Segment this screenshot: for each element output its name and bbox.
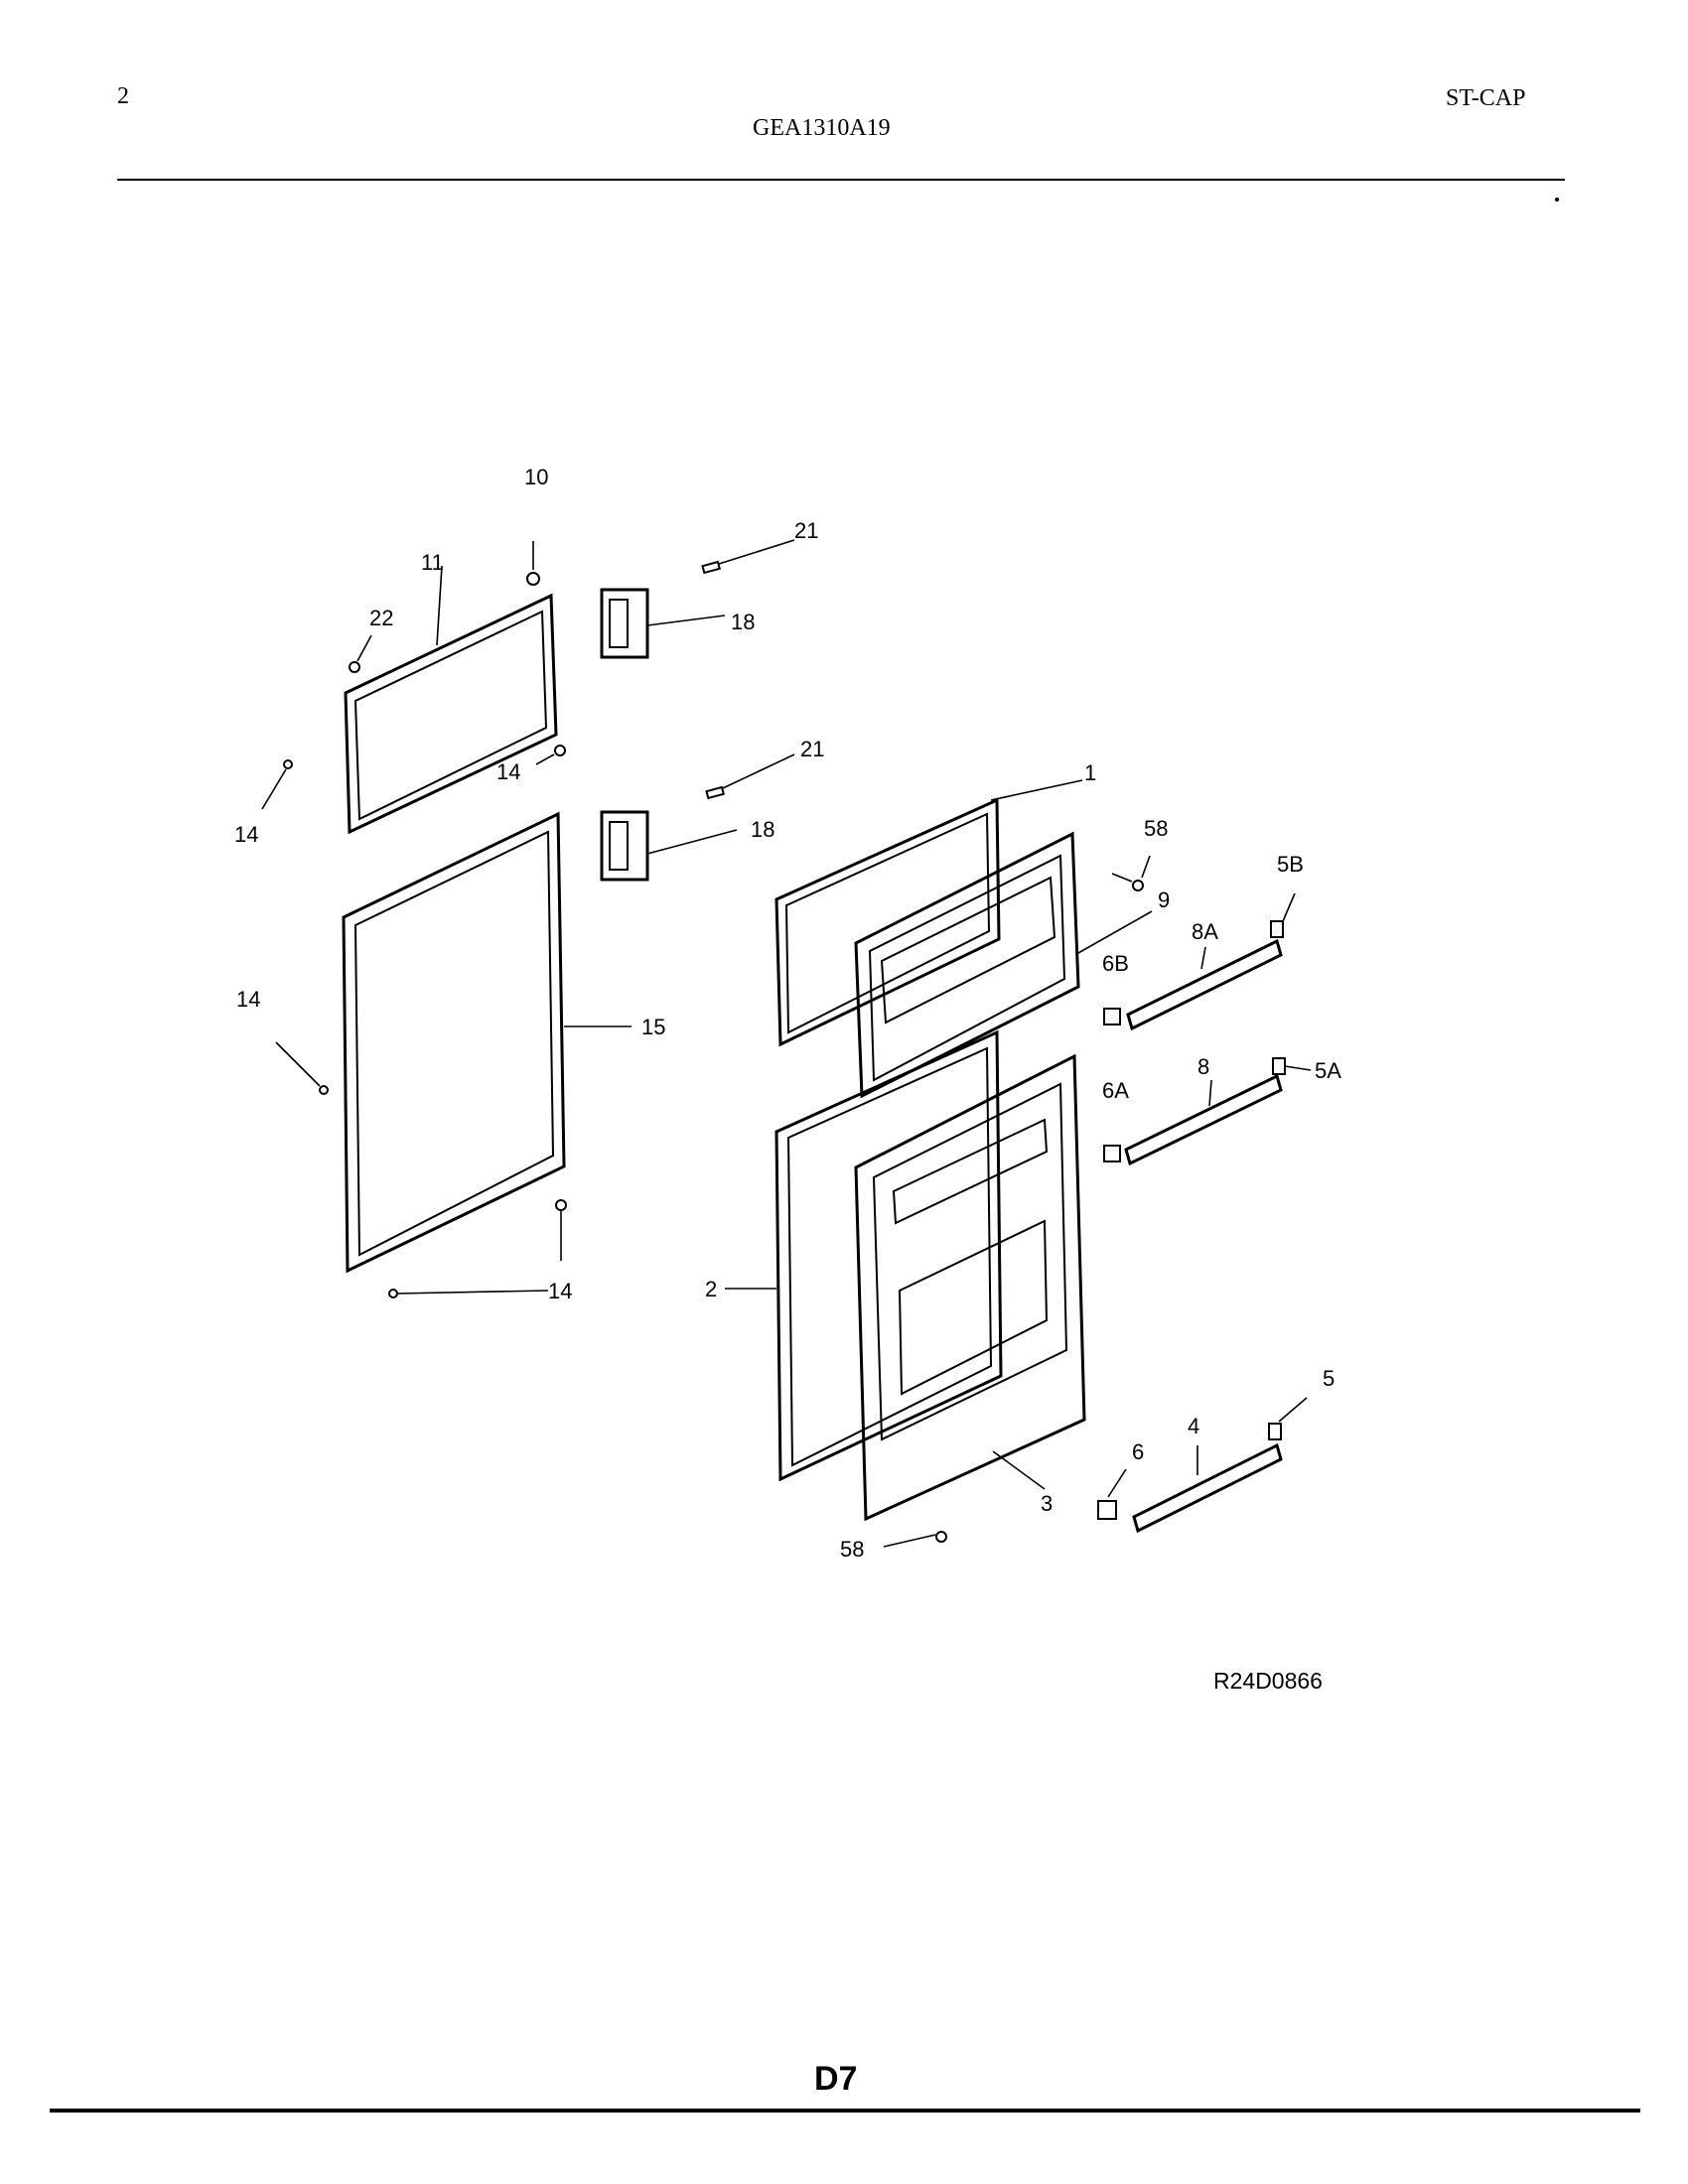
callout-58: 58 [1144, 816, 1168, 841]
door-handle-lower [600, 810, 738, 882]
callout-1: 1 [1084, 760, 1096, 785]
leader-11 [436, 565, 443, 646]
callout-8: 8 [1197, 1054, 1209, 1079]
header-rule [117, 179, 1565, 181]
callout-6A: 6A [1102, 1078, 1129, 1103]
freezer-door-liner [854, 831, 1080, 1099]
end-cap-5B [1270, 892, 1296, 938]
callout-14: 14 [496, 759, 520, 784]
callout-4: 4 [1188, 1414, 1199, 1438]
callout-22: 22 [369, 606, 393, 630]
end-block-6A [1103, 1145, 1121, 1162]
callout-3: 3 [1041, 1491, 1053, 1516]
callout-15: 15 [641, 1015, 665, 1039]
callout-6: 6 [1132, 1439, 1144, 1464]
callout-5: 5 [1323, 1366, 1335, 1391]
end-cap-5A [1272, 1057, 1312, 1075]
fastener-14-b [261, 759, 293, 810]
screw-21-upper [701, 539, 795, 575]
fastener-14-a [535, 745, 566, 765]
callout-18: 18 [731, 610, 755, 634]
fresh-food-door-gasket [342, 811, 566, 1274]
section-code: ST-CAP [1446, 85, 1526, 111]
callout-2: 2 [705, 1277, 717, 1301]
hinge-trim-4 [1132, 1442, 1283, 1534]
callout-18: 18 [751, 817, 774, 842]
footer-rule [50, 2109, 1640, 2113]
screw-58-upper [1111, 855, 1151, 891]
leader-3 [992, 1450, 1046, 1490]
end-block-6B [1103, 1008, 1121, 1025]
callout-11: 11 [421, 550, 444, 575]
hinge-trim-8 [1124, 1073, 1283, 1166]
leader-9 [1077, 910, 1153, 954]
fastener-14-d [388, 1199, 567, 1298]
fastener-22 [349, 634, 372, 673]
fresh-food-door-liner [854, 1053, 1086, 1522]
callout-9: 9 [1158, 887, 1170, 912]
callout-5B: 5B [1277, 852, 1304, 877]
screw-58-lower [883, 1531, 947, 1548]
leader-1 [990, 779, 1083, 801]
callout-6B: 6B [1102, 951, 1129, 976]
drawing-number: R24D0866 [1213, 1668, 1323, 1694]
callout-8A: 8A [1192, 919, 1218, 944]
page-number: 2 [117, 83, 129, 109]
hinge-trim-8A [1126, 938, 1283, 1031]
screw-21-lower [705, 753, 795, 800]
door-handle-upper [600, 588, 726, 659]
model-number: GEA1310A19 [753, 115, 891, 141]
end-block-6 [1097, 1468, 1127, 1520]
freezer-door-panel [774, 797, 1001, 1047]
callout-14: 14 [548, 1279, 572, 1303]
callout-14: 14 [236, 987, 260, 1012]
freezer-door-gasket [344, 593, 558, 835]
fastener-10 [526, 541, 540, 586]
fresh-food-door-panel [774, 1029, 1003, 1482]
end-cap-5 [1268, 1397, 1308, 1440]
callout-10: 10 [524, 465, 548, 489]
callout-14: 14 [234, 822, 258, 847]
callout-5A: 5A [1315, 1058, 1341, 1083]
fastener-14-c [275, 1041, 329, 1095]
page-code: D7 [814, 2060, 858, 2098]
callout-58: 58 [840, 1537, 864, 1562]
speck [1555, 198, 1559, 202]
callout-21: 21 [794, 518, 818, 543]
callout-21: 21 [800, 737, 824, 761]
